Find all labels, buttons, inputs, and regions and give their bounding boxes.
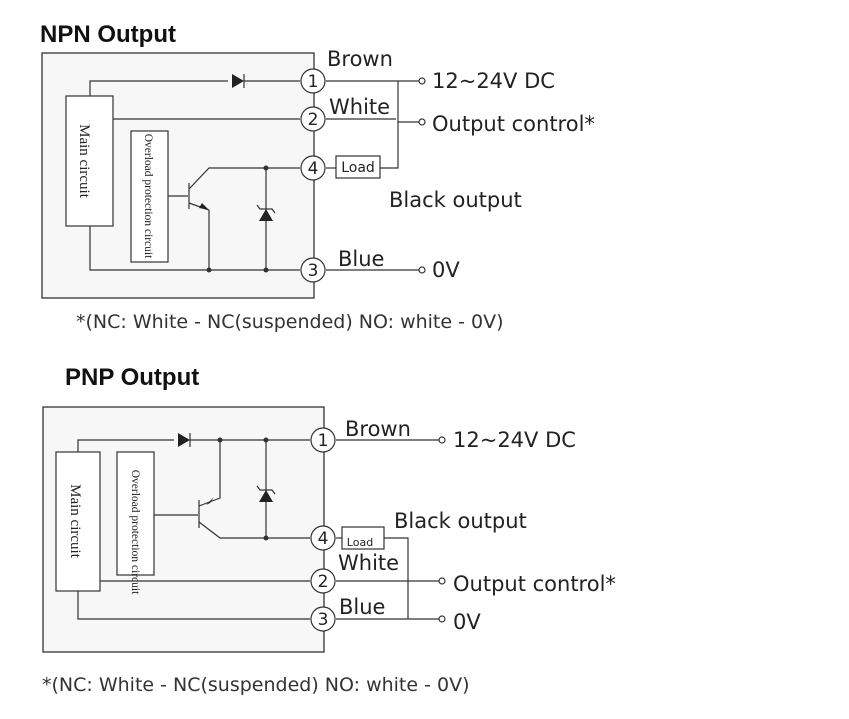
npn-transistor-arrow — [199, 203, 209, 210]
pnp-supply-label: 12~24V DC — [453, 428, 576, 452]
pnp-load-box — [341, 526, 385, 550]
npn-overload-block — [130, 130, 169, 263]
pnp-overload-label: Overload protection circuit — [129, 470, 141, 595]
pnp-terminal-2: 2 — [310, 568, 336, 594]
npn-supply-label: 12~24V DC — [432, 69, 555, 93]
npn-output-control-label: Output control* — [432, 112, 595, 136]
svg-text:4: 4 — [318, 529, 329, 549]
pnp-terminal-4: 4 — [310, 525, 336, 551]
pnp-load-label: Load — [347, 536, 373, 549]
svg-text:3: 3 — [308, 261, 319, 281]
svg-text:1: 1 — [318, 431, 329, 451]
pnp-0v-label: 0V — [453, 610, 481, 634]
npn-title: NPN Output — [40, 21, 176, 48]
npn-main-circuit-block — [65, 95, 114, 227]
npn-main-circuit-label: Main circuit — [76, 124, 92, 199]
svg-text:1: 1 — [308, 72, 319, 92]
npn-terminal-1: 1 — [300, 68, 326, 94]
pnp-terminal-3: 3 — [310, 606, 336, 632]
npn-overload-label: Overload protection circuit — [142, 134, 154, 259]
pnp-transistor-arrow — [206, 497, 214, 505]
pnp-wire-white: White — [338, 551, 399, 575]
pnp-main-circuit-block — [55, 451, 101, 592]
pnp-main-circuit-label: Main circuit — [67, 484, 83, 559]
npn-internal-wiring — [89, 80, 420, 271]
npn-0v-label: 0V — [432, 258, 460, 282]
pnp-diagram: PNP Output Main circuit Overload protect… — [42, 364, 616, 696]
npn-wire-white: White — [329, 95, 390, 119]
pnp-terminal-1: 1 — [310, 427, 336, 453]
pnp-diode-symbol — [178, 433, 191, 447]
npn-terminal-2: 2 — [300, 106, 326, 132]
npn-terminal-4: 4 — [300, 155, 326, 181]
npn-black-output-label: Black output — [389, 188, 522, 212]
pnp-title: PNP Output — [65, 364, 199, 391]
pnp-zener-symbol — [256, 485, 276, 502]
svg-text:2: 2 — [308, 110, 319, 130]
npn-zener-symbol — [256, 204, 276, 221]
npn-diode-symbol — [232, 74, 245, 88]
pnp-wire-blue: Blue — [339, 595, 385, 619]
npn-terminal-3: 3 — [300, 257, 326, 283]
svg-text:4: 4 — [308, 159, 319, 179]
npn-footnote: *(NC: White - NC(suspended) NO: white - … — [76, 311, 504, 333]
npn-load-label: Load — [341, 160, 375, 176]
pnp-overload-block — [116, 451, 155, 576]
pnp-black-output-label: Black output — [394, 509, 527, 533]
pnp-internal-wiring — [77, 439, 440, 620]
npn-diagram: NPN Output Main circuit Overload protect… — [40, 21, 595, 333]
npn-load-box — [335, 155, 381, 179]
pnp-footnote: *(NC: White - NC(suspended) NO: white - … — [42, 674, 470, 696]
pnp-wire-brown: Brown — [345, 417, 411, 441]
svg-text:2: 2 — [318, 572, 329, 592]
pnp-output-control-label: Output control* — [453, 572, 616, 596]
npn-wire-blue: Blue — [338, 247, 384, 271]
npn-wire-brown: Brown — [327, 47, 393, 71]
svg-text:3: 3 — [318, 610, 329, 630]
